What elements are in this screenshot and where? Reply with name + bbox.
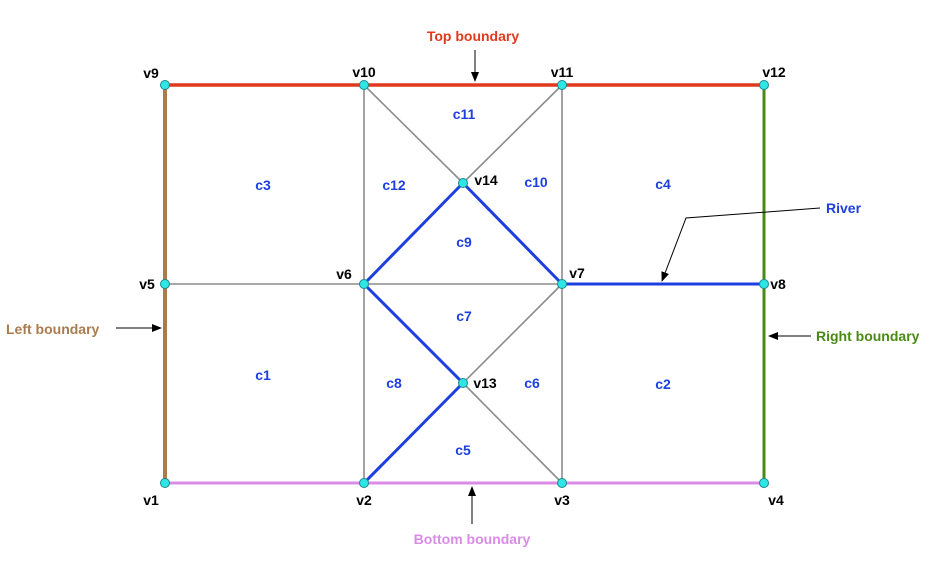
vertex-v13 bbox=[458, 378, 468, 388]
vertex-label-v7: v7 bbox=[569, 265, 585, 281]
bottom-boundary-label: Bottom boundary bbox=[414, 531, 531, 547]
vertex-v2 bbox=[359, 478, 369, 488]
cell-label-c12: c12 bbox=[382, 177, 406, 193]
cell-label-c5: c5 bbox=[455, 442, 471, 458]
vertex-label-v11: v11 bbox=[551, 64, 574, 80]
vertex-v5 bbox=[160, 279, 170, 289]
cell-label-c6: c6 bbox=[524, 375, 540, 391]
edge-grid-v7-v13 bbox=[462, 283, 563, 384]
edge-grid-v13-v3 bbox=[462, 382, 563, 484]
edge-river-v6-v13 bbox=[362, 282, 465, 385]
vertex-label-v5: v5 bbox=[139, 276, 155, 292]
edge-river-v13-v2 bbox=[362, 381, 465, 485]
vertex-label-v13: v13 bbox=[473, 375, 497, 391]
vertex-v4 bbox=[759, 478, 769, 488]
vertex-label-v2: v2 bbox=[356, 492, 372, 508]
vertices-layer bbox=[160, 80, 769, 488]
vertex-v6 bbox=[359, 279, 369, 289]
cell-label-c7: c7 bbox=[456, 308, 472, 324]
vertex-label-v12: v12 bbox=[762, 64, 786, 80]
cell-labels-layer: c1 c2 c3 c4 c5 c6 c7 c8 c9 c10 c11 c12 bbox=[255, 106, 671, 458]
cell-label-c1: c1 bbox=[255, 367, 271, 383]
vertex-label-v1: v1 bbox=[143, 492, 159, 508]
edge-grid-v10-v14 bbox=[363, 84, 464, 184]
edge-river-v6-v14 bbox=[362, 181, 465, 286]
vertex-label-v6: v6 bbox=[336, 266, 352, 282]
vertex-v1 bbox=[160, 478, 170, 488]
edge-river-v14-v7 bbox=[461, 181, 564, 286]
vertex-label-v3: v3 bbox=[554, 492, 570, 508]
vertex-v3 bbox=[557, 478, 567, 488]
vertex-v10 bbox=[359, 80, 369, 90]
vertex-v8 bbox=[759, 279, 769, 289]
vertex-label-v14: v14 bbox=[474, 172, 498, 188]
arrow-river bbox=[661, 207, 821, 282]
vertex-v11 bbox=[557, 80, 567, 90]
vertex-v9 bbox=[160, 80, 170, 90]
vertex-v12 bbox=[759, 80, 769, 90]
vertex-labels-layer: v1 v2 v3 v4 v5 v6 v7 v8 v9 v10 v11 v12 v13 v14 bbox=[139, 64, 786, 508]
vertex-label-v10: v10 bbox=[352, 64, 376, 80]
boundary-annotations: Top boundary Bottom boundary Left bounda… bbox=[6, 28, 920, 547]
cell-label-c11: c11 bbox=[453, 106, 476, 122]
vertex-v14 bbox=[458, 178, 468, 188]
river-label: River bbox=[826, 200, 862, 216]
cell-label-c9: c9 bbox=[456, 234, 472, 250]
cell-label-c4: c4 bbox=[655, 176, 671, 192]
annotation-arrows bbox=[116, 50, 821, 524]
edge-grid-v11-v14 bbox=[462, 84, 563, 184]
right-boundary-label: Right boundary bbox=[816, 328, 920, 344]
vertex-label-v8: v8 bbox=[770, 276, 786, 292]
left-boundary-label: Left boundary bbox=[6, 321, 100, 337]
top-boundary-label: Top boundary bbox=[427, 28, 519, 44]
vertex-v7 bbox=[557, 279, 567, 289]
cell-label-c10: c10 bbox=[524, 174, 548, 190]
cell-label-c3: c3 bbox=[255, 177, 271, 193]
edges-layer bbox=[163, 83, 766, 485]
cell-label-c2: c2 bbox=[655, 376, 671, 392]
vertex-label-v9: v9 bbox=[143, 65, 159, 81]
vertex-label-v4: v4 bbox=[768, 492, 784, 508]
cell-label-c8: c8 bbox=[386, 375, 402, 391]
